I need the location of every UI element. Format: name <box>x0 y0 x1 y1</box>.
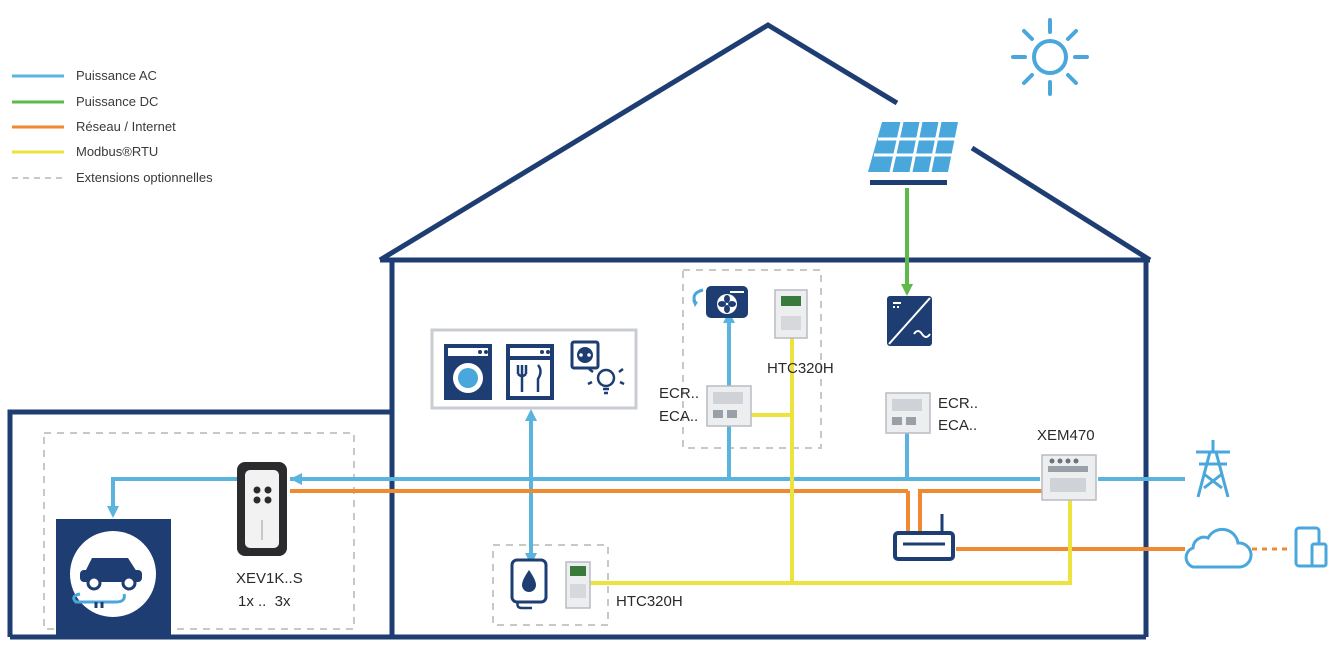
energy-meter-pv-icon <box>885 392 931 434</box>
legend-dc-label: Puissance DC <box>76 94 158 109</box>
ac-power-lines <box>111 320 1185 555</box>
light-bulb-icon <box>587 368 625 395</box>
pv-meter-label-2: ECA.. <box>938 417 977 434</box>
mobile-device-icon <box>1294 526 1328 568</box>
solar-panel-icon <box>868 121 958 185</box>
inverter-icon <box>887 296 932 346</box>
controller-bottom-label: HTC320H <box>616 593 683 610</box>
charger-label: XEV1K..S <box>236 570 303 587</box>
optional-charger-box <box>43 432 355 630</box>
legend: Puissance AC Puissance DC Réseau / Inter… <box>12 68 213 185</box>
house-outline <box>7 22 1152 640</box>
pv-meter-label-1: ECR.. <box>938 395 978 412</box>
gateway-label: XEM470 <box>1037 427 1095 444</box>
ev-charger-icon <box>237 462 287 556</box>
power-socket-icon <box>570 340 600 370</box>
heatpump-meter-label-2: ECA.. <box>659 408 698 425</box>
gateway-xem470-icon <box>1041 454 1097 501</box>
heatpump-meter-label-1: ECR.. <box>659 385 699 402</box>
legend-extension-label: Extensions optionnelles <box>76 170 213 185</box>
dishwasher-icon <box>506 344 554 400</box>
controller-bottom-icon <box>565 561 591 609</box>
energy-meter-heatpump-icon <box>706 385 752 427</box>
legend-network-label: Réseau / Internet <box>76 119 176 134</box>
controller-top-label: HTC320H <box>767 360 834 377</box>
legend-modbus-label: Modbus®RTU <box>76 144 158 159</box>
ac-arrowheads <box>107 311 735 565</box>
washing-machine-icon <box>444 344 492 400</box>
electric-pylon-icon <box>1196 440 1230 498</box>
sun-icon <box>1011 18 1089 96</box>
water-heater-icon <box>510 558 548 610</box>
modbus-lines <box>590 330 1072 585</box>
electric-car-icon <box>56 519 171 637</box>
legend-ac-label: Puissance AC <box>76 68 157 83</box>
optional-waterheater-box <box>492 544 609 626</box>
appliances-panel <box>430 328 638 410</box>
optional-extensions <box>43 269 822 630</box>
charger-count-label: 1x .. 3x <box>238 593 291 610</box>
controller-top-icon <box>774 289 808 339</box>
heat-pump-icon <box>692 286 748 318</box>
router-icon <box>893 514 955 561</box>
cloud-icon <box>1184 527 1253 569</box>
optional-heatpump-box <box>682 269 822 449</box>
dc-power-line <box>901 188 913 296</box>
